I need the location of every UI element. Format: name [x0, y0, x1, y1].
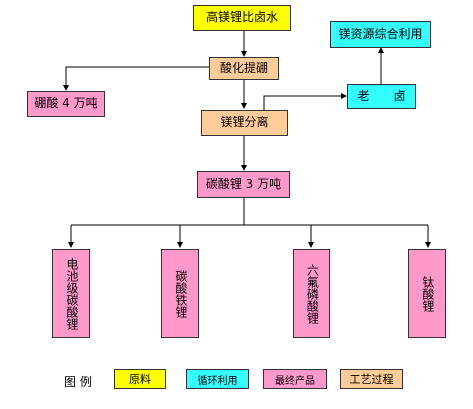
legend-raw: 原料	[114, 369, 166, 389]
node-li-titanate: 钛酸锂	[408, 249, 446, 338]
legend-final: 最终产品	[263, 369, 327, 389]
node-lithium-iron-carbonate: 碳酸铁锂	[161, 249, 199, 338]
legend-process: 工艺过程	[340, 369, 403, 389]
node-mg-utilization: 镁资源综合利用	[330, 21, 431, 48]
node-boric-acid: 硼酸 4 万吨	[27, 91, 105, 117]
legend-cycle: 循环利用	[186, 369, 249, 389]
node-old-brine: 老 卤	[347, 84, 416, 109]
node-lipf6: 六氟磷酸锂	[293, 249, 330, 338]
node-li2co3: 碳酸锂 3 万吨	[197, 171, 290, 198]
legend-title: 图 例	[64, 375, 92, 389]
node-brine: 高镁锂比卤水	[193, 5, 291, 31]
node-mg-li-separation: 镁锂分离	[201, 110, 288, 136]
node-battery-li2co3: 电池级碳酸锂	[52, 249, 90, 338]
node-acidify: 酸化提硼	[209, 57, 279, 80]
